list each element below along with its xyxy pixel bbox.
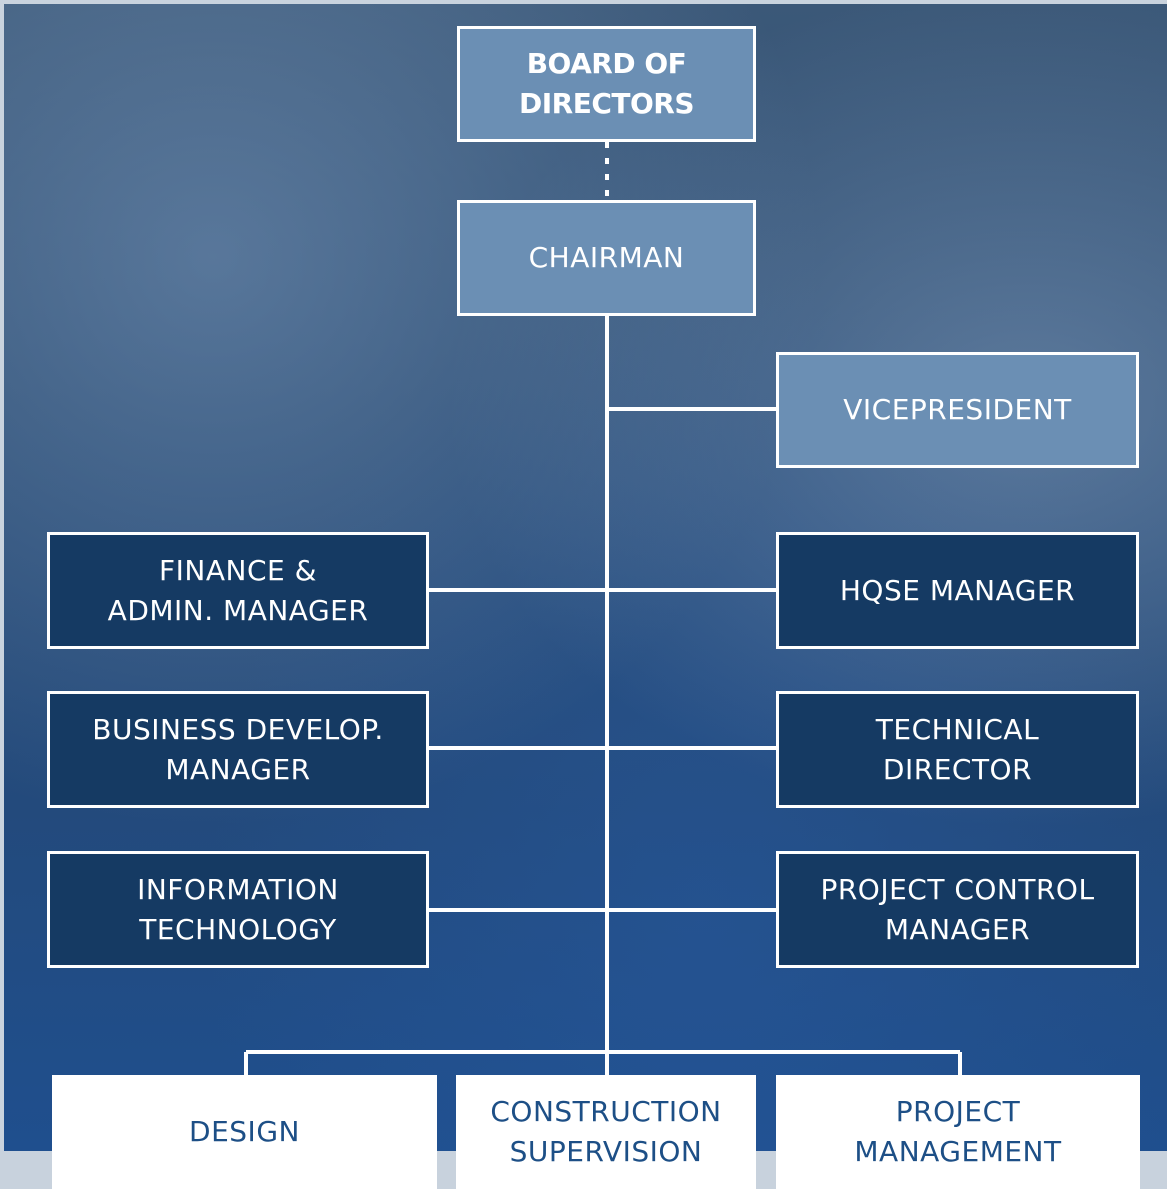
finance-admin-label: FINANCE & ADMIN. MANAGER	[107, 553, 369, 627]
technical-director-box: TECHNICAL DIRECTOR	[776, 691, 1139, 808]
design-box: DESIGN	[52, 1075, 437, 1189]
hqse-manager-label: HQSE MANAGER	[839, 573, 1076, 607]
board-of-directors-box: BOARD OF DIRECTORS	[457, 26, 756, 142]
construction-supervision-box: CONSTRUCTION SUPERVISION	[456, 1075, 756, 1189]
design-label: DESIGN	[189, 1115, 300, 1148]
information-technology-box: INFORMATION TECHNOLOGY	[47, 851, 429, 968]
vice-president-box: VICEPRESIDENT	[776, 352, 1139, 468]
finance-admin-box: FINANCE & ADMIN. MANAGER	[47, 532, 429, 649]
hqse-manager-box: HQSE MANAGER	[776, 532, 1139, 649]
technical-director-label: TECHNICAL DIRECTOR	[875, 712, 1040, 786]
chairman-box: CHAIRMAN	[457, 200, 756, 316]
vice-president-label: VICEPRESIDENT	[843, 393, 1072, 426]
project-management-label: PROJECT MANAGEMENT	[854, 1095, 1062, 1168]
project-control-label: PROJECT CONTROL MANAGER	[820, 872, 1095, 946]
information-technology-label: INFORMATION TECHNOLOGY	[137, 872, 339, 946]
board-of-directors-label: BOARD OF DIRECTORS	[518, 47, 695, 120]
project-management-box: PROJECT MANAGEMENT	[776, 1075, 1140, 1189]
business-development-box: BUSINESS DEVELOP. MANAGER	[47, 691, 429, 808]
chairman-label: CHAIRMAN	[528, 241, 685, 274]
project-control-box: PROJECT CONTROL MANAGER	[776, 851, 1139, 968]
business-development-label: BUSINESS DEVELOP. MANAGER	[92, 712, 384, 786]
construction-supervision-label: CONSTRUCTION SUPERVISION	[490, 1095, 722, 1168]
